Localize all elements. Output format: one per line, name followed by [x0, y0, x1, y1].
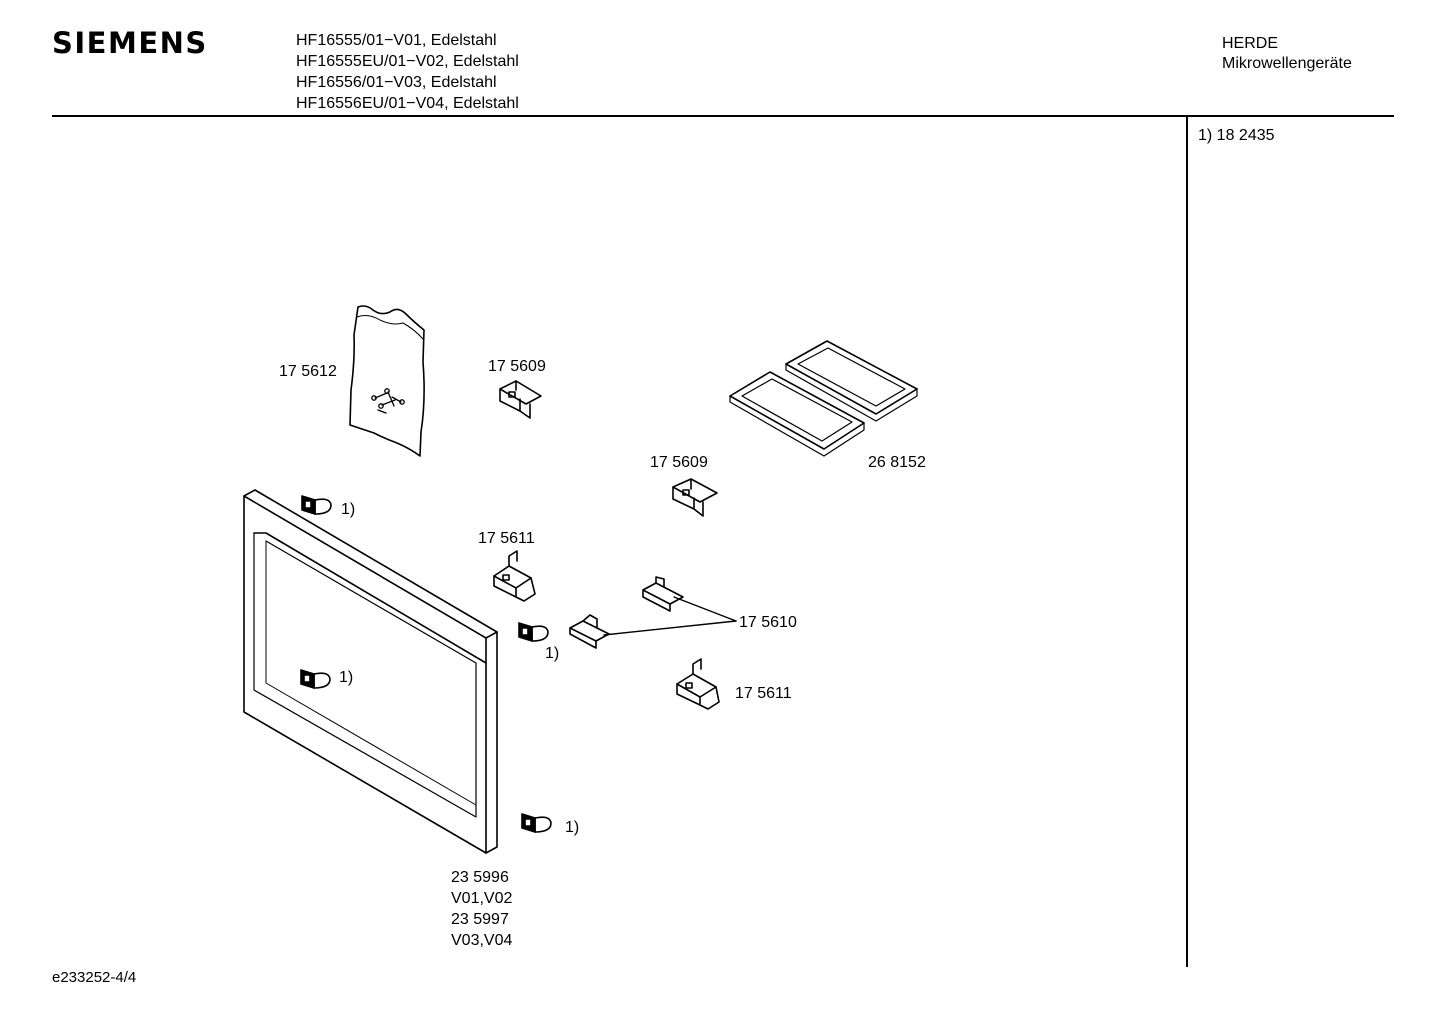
label-bracket-mid: 17 5609: [650, 454, 708, 471]
label-ref-2: 1): [339, 669, 354, 686]
label-frame-line-1: 23 5996: [451, 869, 509, 886]
hinge-icon: [521, 813, 552, 833]
label-bracket-left: 17 5611: [478, 530, 535, 547]
bracket-mid: [672, 478, 718, 517]
label-frame-line-2: V01,V02: [451, 890, 513, 907]
label-screw-bag: 17 5612: [279, 363, 337, 380]
hinge-icon: [518, 622, 549, 642]
clip-leader-lines: [603, 596, 737, 636]
hinge-icon: [301, 495, 332, 515]
hinge-icon: [300, 669, 331, 689]
label-frame: 23 5996 V01,V02 23 5997 V03,V04: [451, 867, 512, 951]
brand-logo: SIEMENS: [52, 26, 208, 60]
label-frame-line-4: V03,V04: [451, 932, 513, 949]
screw-bag: [349, 305, 425, 457]
screw-icon: [371, 388, 405, 414]
trays: [729, 340, 918, 457]
label-ref-1: 1): [341, 501, 356, 518]
category-line-1: HERDE: [1222, 35, 1279, 52]
bracket-low: [676, 658, 720, 710]
label-ref-4: 1): [565, 819, 580, 836]
side-note-1: 1) 18 2435: [1198, 127, 1275, 144]
model-line-2: HF16555EU/01−V02, Edelstahl: [296, 53, 519, 70]
bracket-top: [499, 380, 542, 419]
model-line-4: HF16556EU/01−V04, Edelstahl: [296, 95, 519, 112]
label-clips: 17 5610: [739, 614, 797, 631]
bracket-left: [493, 550, 536, 602]
label-frame-line-3: 23 5997: [451, 911, 509, 928]
model-line-3: HF16556/01−V03, Edelstahl: [296, 74, 497, 91]
category-line-2: Mikrowellengeräte: [1222, 55, 1352, 72]
model-list: HF16555/01−V01, Edelstahl HF16555EU/01−V…: [296, 30, 519, 114]
header-divider: [52, 115, 1394, 117]
label-bracket-top: 17 5609: [488, 358, 546, 375]
clip-lower: [569, 614, 610, 649]
label-ref-3: 1): [545, 645, 560, 662]
door-frame: [243, 489, 498, 854]
document-id: e233252-4/4: [52, 969, 137, 986]
label-bracket-low: 17 5611: [735, 685, 792, 702]
label-trays: 26 8152: [868, 454, 926, 471]
side-divider: [1186, 117, 1188, 967]
model-line-1: HF16555/01−V01, Edelstahl: [296, 32, 497, 49]
clip-upper: [642, 576, 684, 612]
category-block: HERDE Mikrowellengeräte: [1222, 34, 1352, 74]
